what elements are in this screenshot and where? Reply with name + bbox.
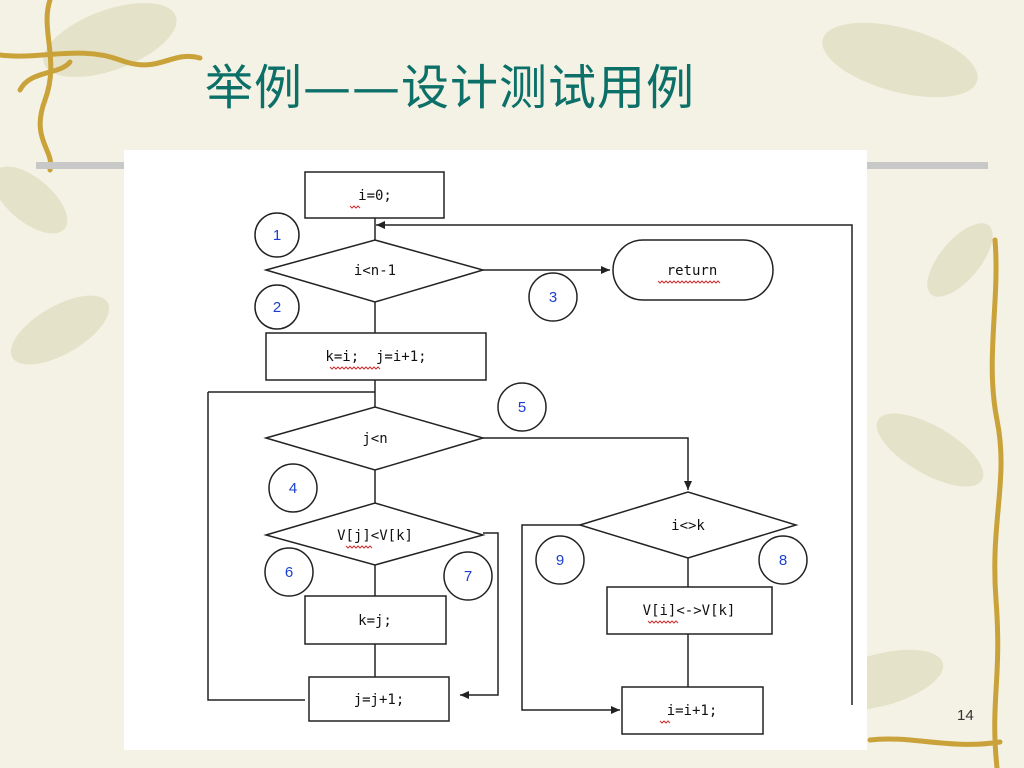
increment-i-text: i=i+1;	[667, 703, 718, 719]
swap-condition-text: i<>k	[671, 518, 705, 534]
swap-box	[606, 586, 773, 635]
init-box	[304, 171, 445, 219]
spellcheck-underlines	[329, 205, 721, 724]
path-label-circles	[254, 212, 808, 601]
path-label-3: 3	[549, 289, 557, 306]
path-label-6: 6	[285, 564, 293, 581]
set-k-text: k=j;	[358, 613, 392, 629]
compare-text: V[j]<V[k]	[337, 528, 413, 544]
path-label-8: 8	[779, 552, 787, 569]
title-divider-right	[862, 162, 988, 169]
slide-title: 举例——设计测试用例	[205, 60, 696, 116]
path-label-5: 5	[518, 399, 526, 416]
assign-box	[265, 332, 487, 381]
inner-condition-text: j<n	[362, 431, 387, 447]
flowchart: i=0; i<n-1 return k=i; j=i+1; j<n V[j]<V…	[207, 171, 853, 735]
init-text: i=0;	[358, 188, 392, 204]
increment-i-box	[621, 686, 764, 735]
outer-condition-diamond	[263, 239, 486, 303]
path-label-7: 7	[464, 568, 472, 585]
swap-condition-diamond	[577, 491, 799, 559]
inner-condition-diamond	[263, 406, 486, 471]
flow-lines	[207, 218, 853, 714]
set-k-box	[304, 595, 447, 645]
outer-condition-text: i<n-1	[354, 263, 396, 279]
compare-diamond	[263, 502, 486, 566]
swap-text: V[i]<->V[k]	[643, 603, 736, 619]
page-number: 14	[957, 707, 974, 724]
path-label-9: 9	[556, 552, 564, 569]
title-divider-left	[36, 162, 131, 169]
return-text: return	[667, 263, 718, 279]
path-label-1: 1	[273, 227, 281, 244]
increment-j-box	[308, 676, 450, 722]
path-label-4: 4	[289, 480, 297, 497]
increment-j-text: j=j+1;	[354, 692, 405, 708]
path-label-2: 2	[273, 299, 281, 316]
return-terminal	[612, 239, 774, 301]
assign-text: k=i; j=i+1;	[325, 349, 426, 365]
